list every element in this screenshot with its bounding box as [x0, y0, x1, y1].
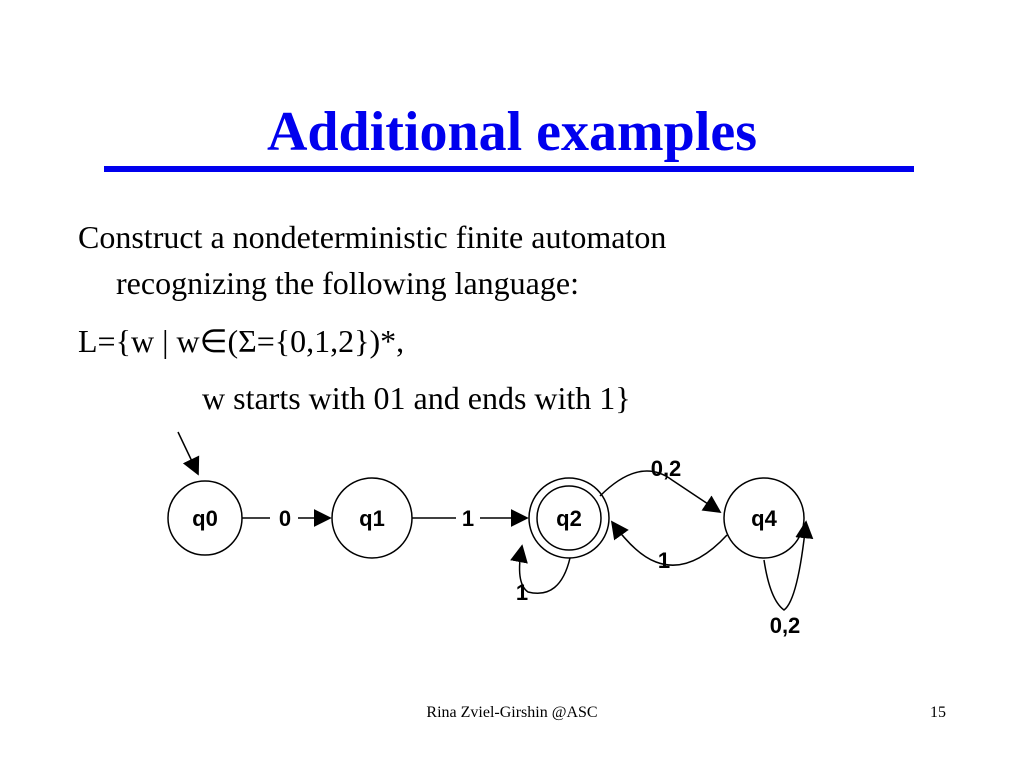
- start-arrow: [177, 431, 200, 476]
- page-number: 15: [930, 704, 946, 721]
- edge-q4-self-loop-label: 0,2: [770, 613, 801, 638]
- body-line-2: recognizing the following language:: [116, 265, 579, 301]
- body-line-4: w starts with 01 and ends with 1}: [202, 380, 631, 416]
- state-q0: q0: [167, 480, 243, 556]
- state-q4-label: q4: [751, 506, 777, 531]
- footer-author: Rina Zviel-Girshin @ASC: [426, 704, 598, 721]
- edge-q0-q1-label: 0: [279, 506, 291, 531]
- edge-q2-q4: [599, 470, 722, 513]
- state-q0-label: q0: [192, 506, 218, 531]
- title-underline: [104, 166, 914, 172]
- state-q4: q4: [723, 477, 805, 559]
- state-q2-label: q2: [556, 506, 582, 531]
- body-line-1: Construct a nondeterministic finite auto…: [78, 219, 667, 255]
- state-q2: q2: [528, 477, 610, 559]
- slide-title: Additional examples: [266, 101, 758, 163]
- edge-q4-q2-label: 1: [658, 548, 670, 573]
- edge-q1-q2-label: 1: [462, 506, 474, 531]
- state-q1-label: q1: [359, 506, 385, 531]
- edge-q2-self-loop: [510, 544, 571, 594]
- edge-q4-q2: [610, 520, 728, 566]
- edge-q4-self-loop: [763, 520, 814, 611]
- body-line-3: L={w | w∈(Σ={0,1,2})*,: [78, 323, 405, 359]
- state-q1: q1: [331, 477, 413, 559]
- edge-q2-q4-label: 0,2: [651, 456, 682, 481]
- edge-q2-self-loop-label: 1: [516, 580, 528, 605]
